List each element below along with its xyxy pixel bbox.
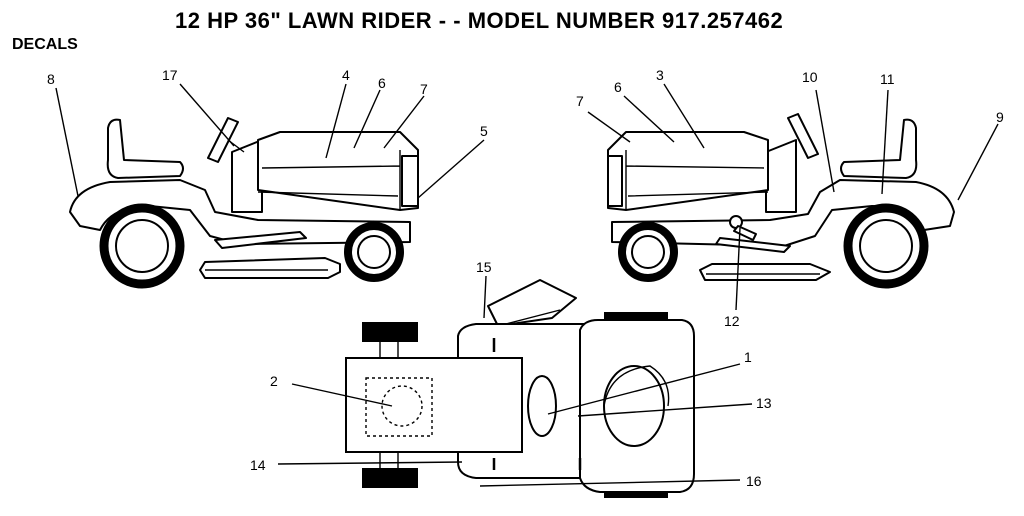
callout-7: 7: [420, 81, 428, 97]
callout-7b: 7: [576, 93, 584, 109]
seat-left: [106, 118, 184, 179]
callout-1: 1: [744, 349, 752, 365]
callout-10: 10: [802, 69, 818, 85]
mower-deck-left: [199, 257, 341, 279]
callout-6b: 6: [614, 79, 622, 95]
callout-11: 11: [880, 71, 895, 87]
seat-right: [840, 118, 918, 179]
tractor-right-view: [607, 113, 955, 289]
callout-5: 5: [480, 123, 488, 139]
rear-wheel-top-upper: [362, 322, 418, 342]
steering-wheel-right: [787, 113, 819, 159]
callout-14: 14: [250, 457, 266, 473]
leader-lines: [55, 83, 999, 487]
callout-17: 17: [162, 67, 178, 83]
rear-wheel-top-lower: [362, 468, 418, 488]
callout-4: 4: [342, 67, 350, 83]
callout-3: 3: [656, 67, 664, 83]
callout-labels: 8 17 4 6 7 5 7 6 3 10 11 9 12 15 1 13 2 …: [47, 67, 1004, 489]
callout-8: 8: [47, 71, 55, 87]
callout-12: 12: [724, 313, 740, 329]
hood-right: [607, 131, 769, 211]
hood-left: [257, 131, 419, 211]
steering-wheel-top: [487, 279, 577, 327]
engine-cover-top: [603, 365, 665, 447]
tractor-left-view: [69, 117, 419, 289]
seat-decal-outline: [365, 377, 433, 437]
callout-15: 15: [476, 259, 492, 275]
tractor-top-view: [345, 279, 695, 498]
seat-top: [345, 357, 523, 453]
rear-fender-left: [69, 179, 411, 245]
callout-6: 6: [378, 75, 386, 91]
callout-13: 13: [756, 395, 772, 411]
callout-16: 16: [746, 473, 762, 489]
callout-9: 9: [996, 109, 1004, 125]
section-label: DECALS: [12, 36, 78, 53]
mower-deck-right: [699, 263, 831, 281]
callout-2: 2: [270, 373, 278, 389]
diagram-title: 12 HP 36" LAWN RIDER - - MODEL NUMBER 91…: [175, 8, 784, 33]
